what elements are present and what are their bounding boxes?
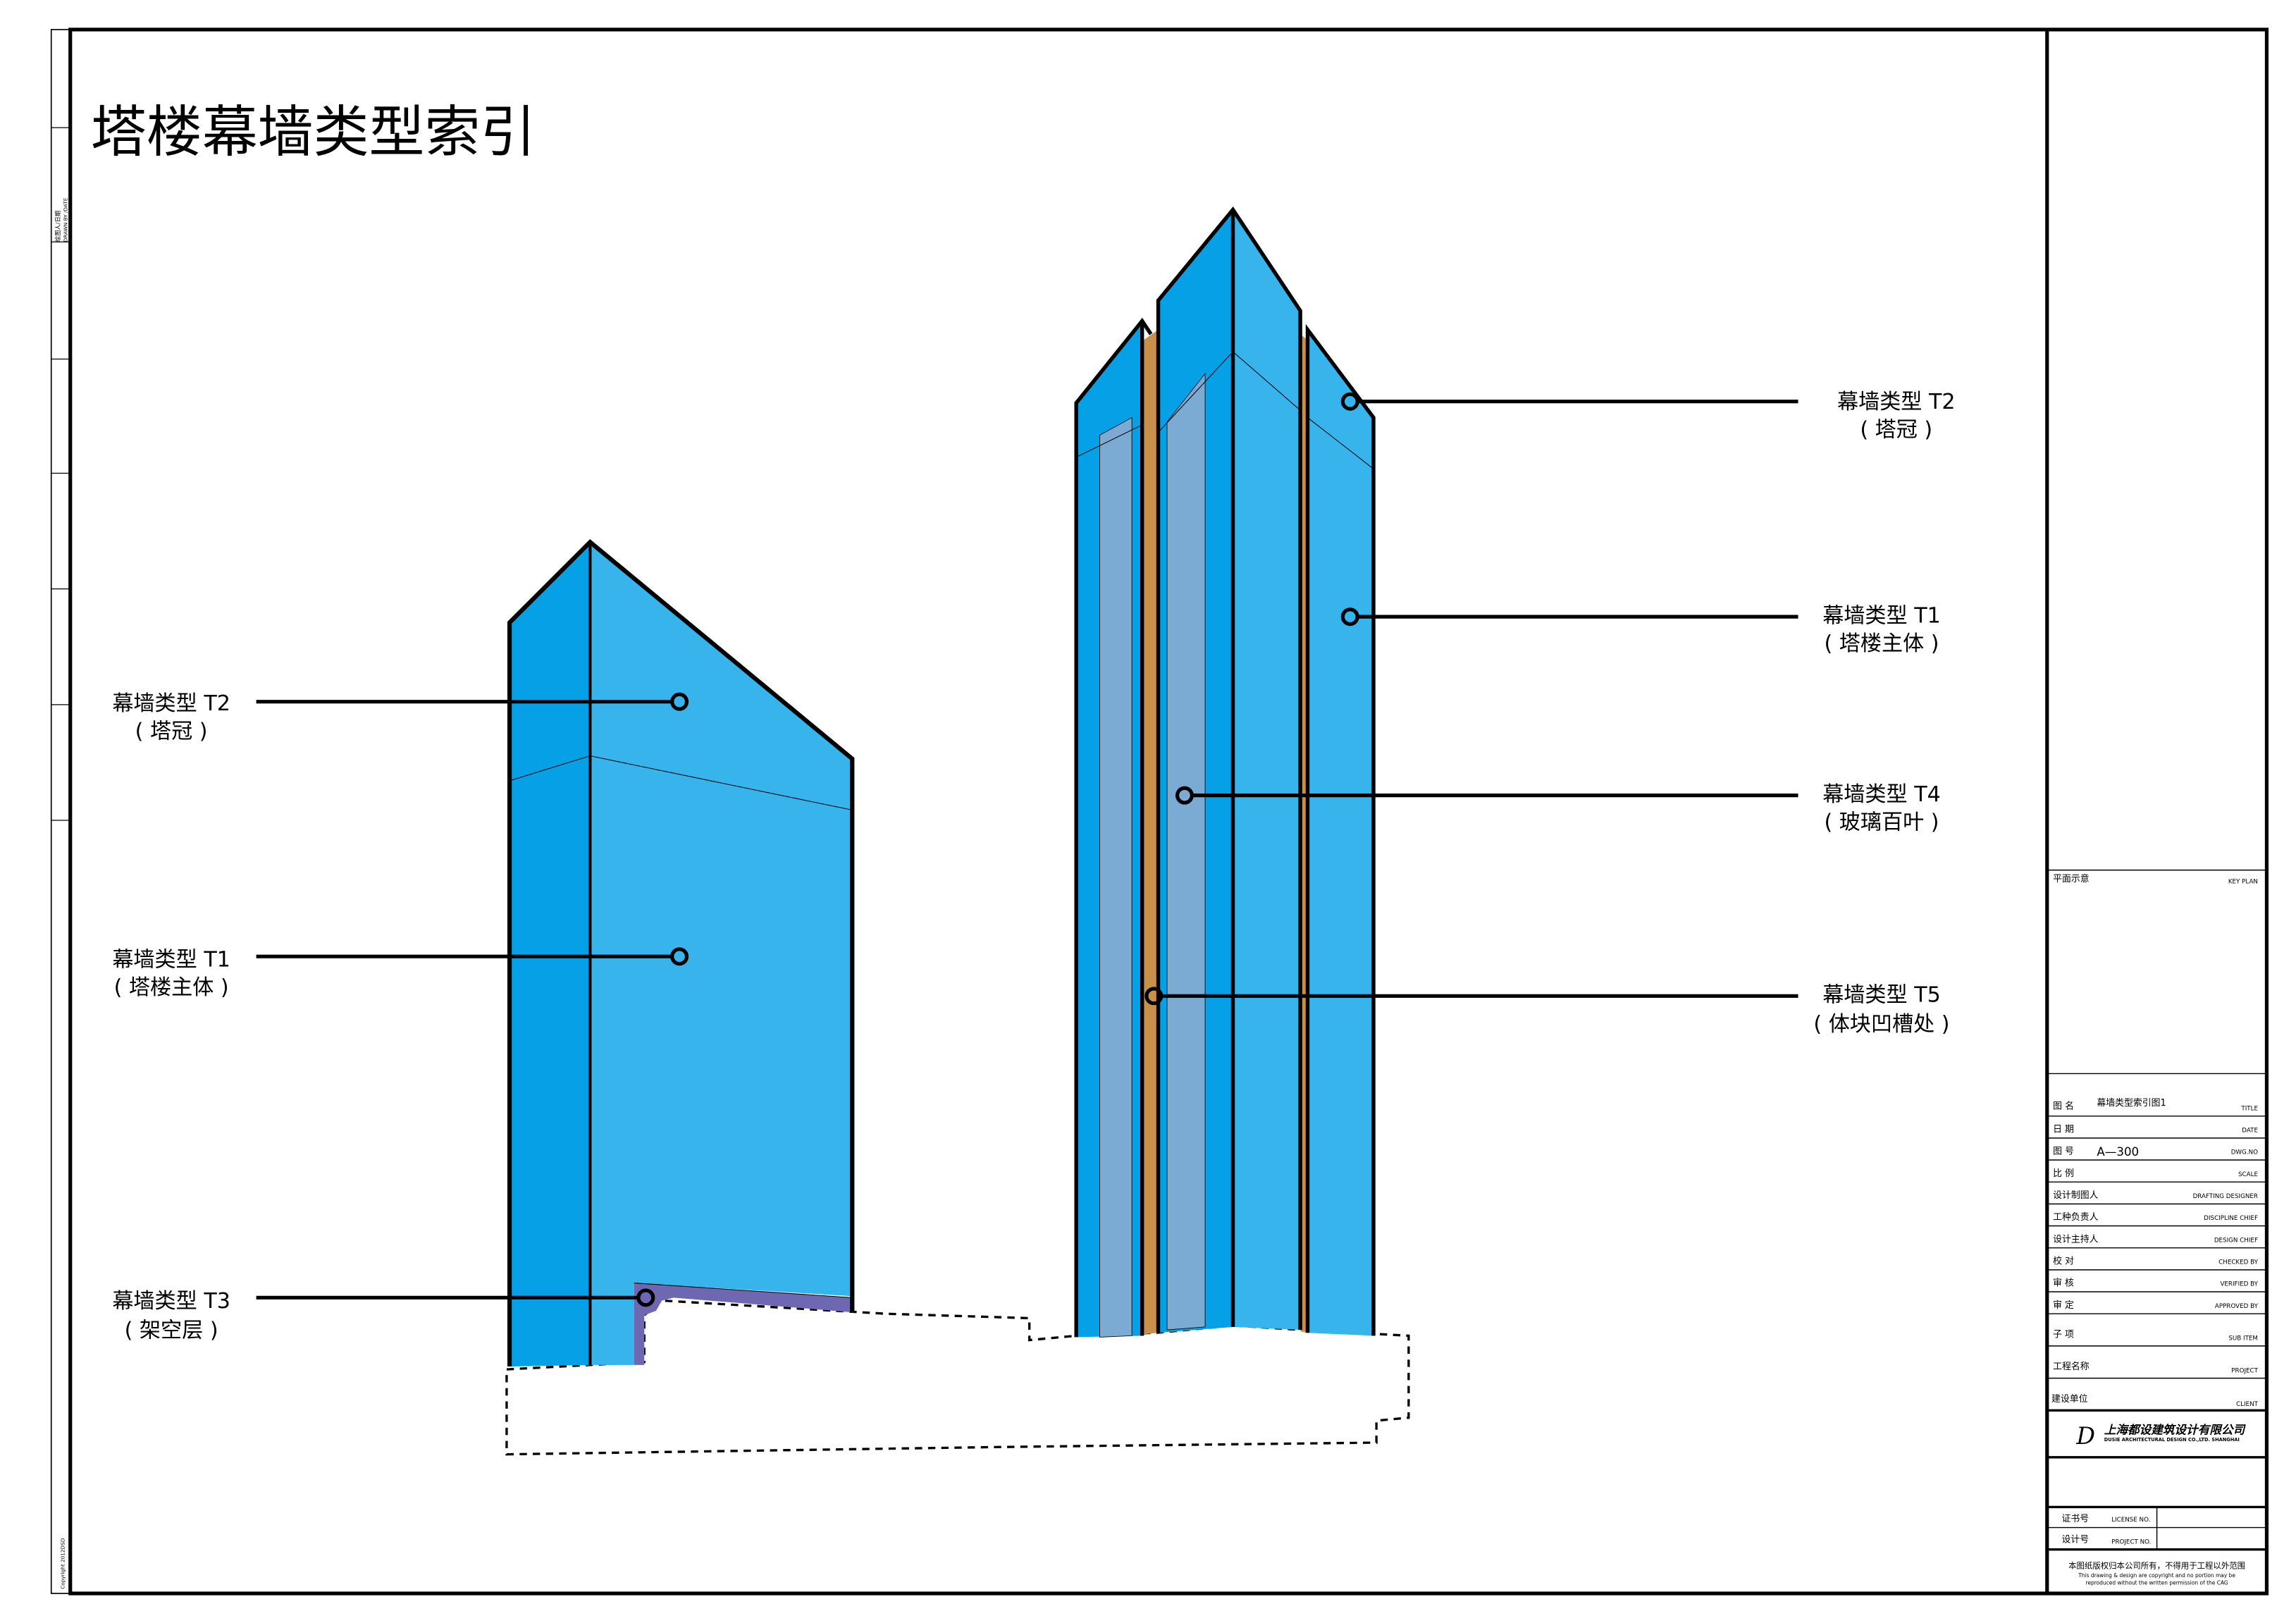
key-plan-label: 平面示意 <box>2053 873 2090 884</box>
podium-glass-t3 <box>634 1283 853 1365</box>
left-tower-callouts-1-desc: ( 塔楼主体 ) <box>114 975 229 1000</box>
title-block-rows-12-label: 建设单位 <box>2051 1394 2088 1405</box>
left-tower-callouts-0-type: 幕墙类型 T2 <box>112 691 230 716</box>
glass-louver-strip <box>1166 373 1206 1331</box>
title-block-rows-4-label: 设计制图人 <box>2053 1190 2099 1201</box>
callout-marker <box>670 692 689 711</box>
title-block-rows-8-label: 审 核 <box>2053 1278 2074 1289</box>
right-callout-t1: 幕墙类型 T1 ( 塔楼主体 ) <box>1340 603 1941 656</box>
right-tower-callouts-2-type: 幕墙类型 T4 <box>1822 782 1941 807</box>
title-block-rows-3-en: SCALE <box>2238 1171 2258 1178</box>
right-callout-t2: 幕墙类型 T2 ( 塔冠 ) <box>1340 390 1956 443</box>
title-block-rows-9-label: 审 定 <box>2053 1300 2074 1311</box>
title-block-rows-0-label: 图 名 <box>2053 1100 2074 1111</box>
left-callout-t3: 幕墙类型 T3 ( 架空层 ) <box>112 1288 655 1343</box>
page-title: 塔楼幕墙类型索引 <box>91 99 536 164</box>
right-tower-callouts-0-desc: ( 塔冠 ) <box>1860 418 1932 443</box>
title-block-rows-5-en: DISCIPLINE CHIEF <box>2204 1215 2258 1222</box>
title-block-project-no: 设计号 <box>2062 1534 2090 1545</box>
left-tower-callouts-1-type: 幕墙类型 T1 <box>112 948 230 973</box>
right-tower-callouts-0-type: 幕墙类型 T2 <box>1837 390 1956 414</box>
right-tower-callouts-3-desc: ( 体块凹槽处 ) <box>1813 1012 1949 1037</box>
glass-louver-strip <box>1099 416 1132 1338</box>
right-tower-callouts-1-desc: ( 塔楼主体 ) <box>1824 631 1939 656</box>
title-block-key-plan-en: KEY PLAN <box>2228 878 2258 885</box>
title-block-rows-10-en: SUB ITEM <box>2228 1335 2258 1343</box>
title-block-rows-12-en: CLIENT <box>2236 1401 2259 1408</box>
title-block-rows-11-en: PROJECT <box>2231 1367 2258 1374</box>
right-tower <box>1074 206 1376 1338</box>
title-block-rows-1-label: 日 期 <box>2053 1125 2074 1135</box>
title-block-license-en: LICENSE NO. <box>2111 1517 2150 1524</box>
title-block-rows-8-en: VERIFIED BY <box>2220 1281 2258 1288</box>
title-block-rows-6-en: DESIGN CHIEF <box>2214 1237 2258 1244</box>
title-block-rows-10-label: 子 项 <box>2053 1329 2074 1340</box>
copyright-notice-cn: 本图纸版权归本公司所有，不得用于工程以外范围 <box>2068 1561 2245 1571</box>
left-tower-callouts-0-desc: ( 塔冠 ) <box>135 720 208 744</box>
right-tower-callouts-3-type: 幕墙类型 T5 <box>1822 983 1941 1008</box>
recess-strip <box>1143 329 1159 1335</box>
title-block-rows-0-en: TITLE <box>2240 1105 2258 1112</box>
title-block-rows-1-en: DATE <box>2242 1128 2258 1135</box>
title-block-rows-2-en: DWG.NO <box>2231 1149 2258 1156</box>
logo-d-mark: D <box>2075 1422 2095 1450</box>
drawn-by-label-en: DRAWN BY /DATE <box>63 197 69 242</box>
title-block-rows-6-label: 设计主持人 <box>2053 1234 2099 1245</box>
right-tower-callouts-2-desc: ( 玻璃百叶 ) <box>1824 810 1939 834</box>
title-block-rows-9-en: APPROVED BY <box>2215 1303 2259 1310</box>
left-tower-callouts-2-type: 幕墙类型 T3 <box>112 1289 230 1314</box>
left-tower-callouts-2-desc: ( 架空层 ) <box>125 1318 218 1343</box>
callout-marker <box>1340 392 1359 411</box>
right-callout-t5: 幕墙类型 T5 ( 体块凹槽处 ) <box>1144 983 1950 1037</box>
title-block-rows-7-label: 校 对 <box>2053 1256 2074 1267</box>
title-block-license: 证书号 <box>2062 1514 2090 1524</box>
left-callout-t2: 幕墙类型 T2 ( 塔冠 ) <box>112 691 689 744</box>
title-block-rows-2-label: 图 号 <box>2053 1147 2074 1157</box>
copyright-margin: Copyright 2012DSD <box>59 1538 66 1589</box>
company-logo: D 上海都设建筑设计有限公司 DUSIE ARCHITECTURAL DESIG… <box>2075 1422 2246 1450</box>
title-block: 平面示意 KEY PLAN 图 名 幕墙类型索引图1 TITLE 日 期 DAT… <box>2045 29 2267 1594</box>
drawing-number-value: A—300 <box>2097 1145 2139 1159</box>
callout-marker <box>636 1288 655 1307</box>
callout-marker <box>670 947 689 966</box>
title-block-rows-5-label: 工种负责人 <box>2053 1212 2099 1223</box>
title-block-company-cn: 上海都设建筑设计有限公司 <box>2104 1424 2247 1437</box>
title-block-rows-3-label: 比 例 <box>2053 1168 2074 1179</box>
left-tower-light-face <box>590 542 853 1365</box>
left-tower <box>507 538 855 1366</box>
title-block-notice-en-2: reproduced without the written permissio… <box>2085 1580 2228 1586</box>
margin-ticks <box>51 127 70 821</box>
callout-marker <box>1340 607 1359 627</box>
title-block-rows-11-label: 工程名称 <box>2053 1361 2090 1372</box>
title-block-rows-7-en: CHECKED BY <box>2218 1259 2258 1266</box>
drawing-title-value: 幕墙类型索引图1 <box>2097 1098 2166 1109</box>
right-tower-callouts-1-type: 幕墙类型 T1 <box>1822 603 1941 628</box>
callout-marker <box>1144 987 1164 1006</box>
title-block-company-en: DUSIE ARCHITECTURAL DESIGN CO.,LTD. SHAN… <box>2104 1437 2240 1443</box>
callout-marker <box>1175 786 1194 805</box>
title-block-project-no-en: PROJECT NO. <box>2111 1538 2151 1545</box>
title-block-notice-en-1: This drawing & design are copyright and … <box>2078 1572 2235 1579</box>
main-frame <box>68 27 2269 1596</box>
drawn-by-label: 绘图人/日期 <box>54 211 61 242</box>
left-callout-t1: 幕墙类型 T1 ( 塔楼主体 ) <box>112 947 689 1000</box>
title-block-rows-4-en: DRAFTING DESIGNER <box>2193 1193 2258 1200</box>
left-tower-dark-face <box>510 542 591 1366</box>
right-callout-t4: 幕墙类型 T4 ( 玻璃百叶 ) <box>1175 782 1941 834</box>
